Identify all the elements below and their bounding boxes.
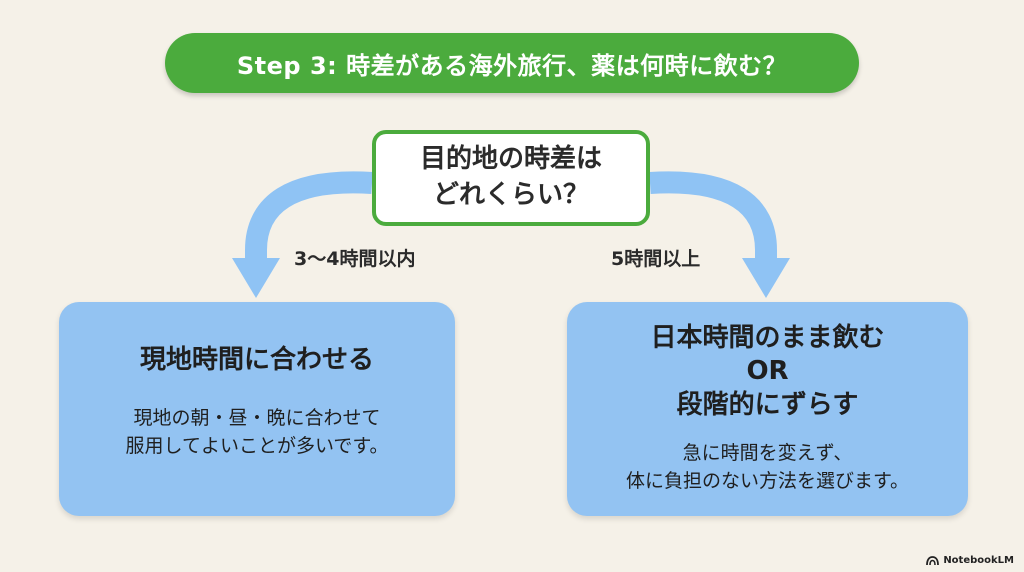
title-banner: Step 3: 時差がある海外旅行、薬は何時に飲む？ (165, 33, 859, 93)
branch-label-right: 5時間以上 (611, 248, 701, 270)
result-box-japan-time: 日本時間のまま飲む OR 段階的にずらす 急に時間を変えず、 体に負担のない方法… (567, 302, 968, 516)
title-text: Step 3: 時差がある海外旅行、薬は何時に飲む？ (236, 51, 788, 80)
branch-label-left: 3〜4時間以内 (294, 248, 416, 270)
arrowhead-right (742, 258, 790, 298)
arrow-left (245, 171, 373, 264)
result-heading-left: 現地時間に合わせる (139, 345, 374, 375)
brand-text: NotebookLM (943, 555, 1014, 566)
result-box-local-time: 現地時間に合わせる 現地の朝・昼・晩に合わせて 服用してよいことが多いです。 (59, 302, 455, 516)
result-body-left: 現地の朝・昼・晩に合わせて 服用してよいことが多いです。 (125, 407, 389, 457)
brand-watermark: NotebookLM (926, 555, 1014, 566)
notebooklm-logo-icon (926, 555, 940, 566)
arrowhead-left (232, 258, 280, 298)
question-box: 目的地の時差は どれくらい？ (372, 130, 650, 226)
arrow-right (649, 171, 777, 264)
result-body-right: 急に時間を変えず、 体に負担のない方法を選びます。 (625, 442, 910, 492)
result-heading-right: 日本時間のまま飲む OR 段階的にずらす (650, 323, 885, 420)
